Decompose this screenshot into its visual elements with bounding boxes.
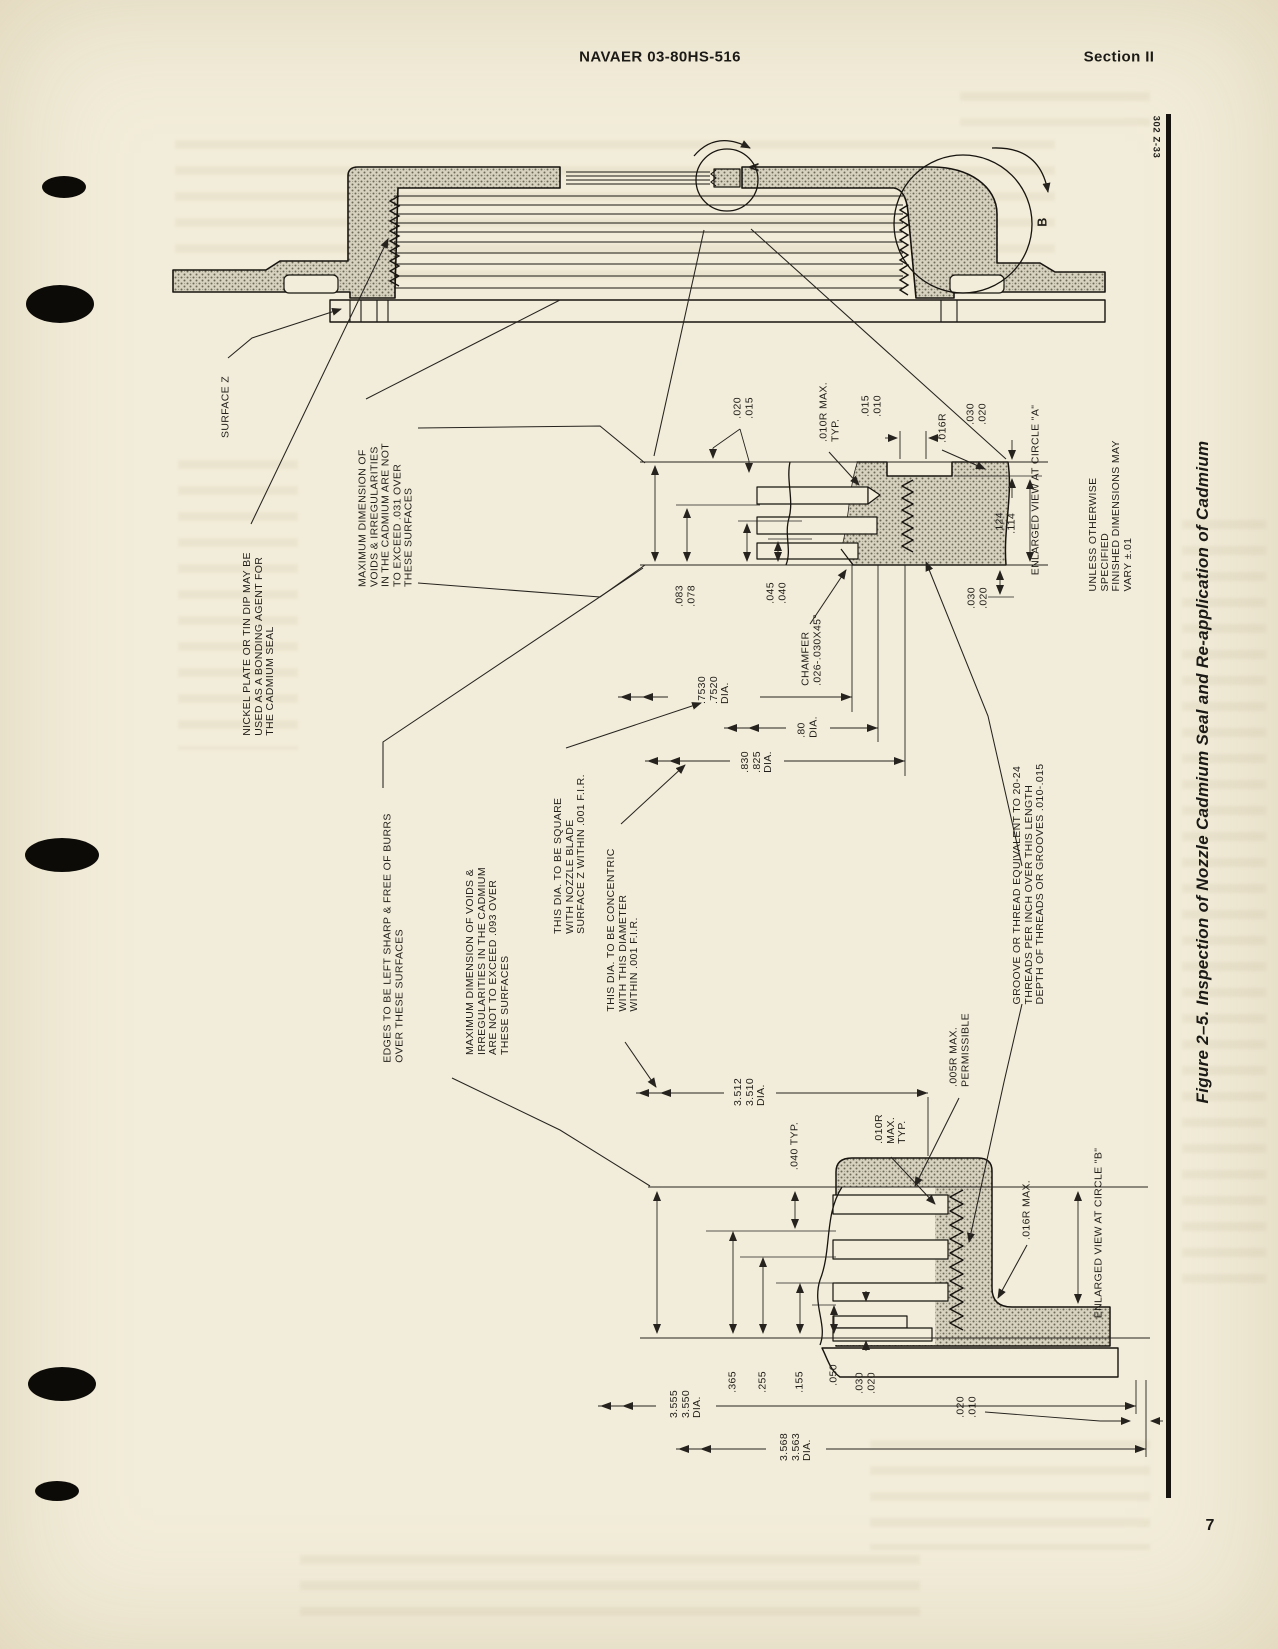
callout-surface-z: SURFACE Z bbox=[219, 375, 232, 439]
callout-dia-square: THIS DIA. TO BE SQUARE WITH NOZZLE BLADE… bbox=[551, 774, 587, 934]
callout-voids-031: MAXIMUM DIMENSION OF VOIDS & IRREGULARIT… bbox=[356, 442, 415, 588]
ghost-text-bleedthrough bbox=[175, 140, 1055, 290]
binding-hole bbox=[42, 176, 86, 198]
dim-020-010: .020 .010 bbox=[954, 1396, 979, 1418]
detail-marker-a: A bbox=[747, 162, 762, 172]
dim-155: .155 bbox=[793, 1371, 806, 1393]
section-title: Section II bbox=[1083, 48, 1155, 66]
figure-border-rule bbox=[1166, 114, 1171, 1498]
detail-marker-b: B bbox=[1035, 217, 1050, 227]
callout-chamfer: CHAMFER .026-.030X45° bbox=[799, 614, 824, 686]
ghost-text-bleedthrough bbox=[300, 1555, 920, 1625]
dim-030-020-b: .030 .020 bbox=[853, 1372, 878, 1394]
dim-365: .365 bbox=[726, 1371, 739, 1393]
dim-045-040: .045 .040 bbox=[764, 582, 789, 604]
binding-hole bbox=[25, 838, 99, 872]
enlarged-view-a bbox=[756, 461, 1011, 566]
dim-005r-max: .005R MAX. PERMISSIBLE bbox=[947, 1013, 972, 1087]
callout-voids-093: MAXIMUM DIMENSION OF VOIDS & IRREGULARIT… bbox=[464, 867, 511, 1055]
dim-010r-max-typ-a: .010R MAX. TYP. bbox=[817, 381, 842, 443]
binding-hole bbox=[26, 285, 94, 323]
callout-dia-concentric: THIS DIA. TO BE CONCENTRIC WITH THIS DIA… bbox=[604, 848, 640, 1012]
dim-016r: .016R bbox=[936, 413, 949, 443]
binding-hole bbox=[35, 1481, 79, 1501]
dim-030-020-bot: .030 .020 bbox=[965, 587, 990, 609]
view-b-title: ENLARGED VIEW AT CIRCLE "B" bbox=[1092, 1147, 1105, 1319]
photo-reference-number: 302 Z-33 bbox=[1150, 115, 1162, 159]
dim-830-825-dia: .830 .825 DIA. bbox=[738, 751, 774, 773]
dim-050: .050 bbox=[827, 1364, 840, 1386]
dim-124-114: .124 .114 bbox=[993, 512, 1018, 534]
dim-80-dia: .80 DIA. bbox=[795, 716, 820, 738]
callout-nickel-plate: NICKEL PLATE OR TIN DIP MAY BE USED AS A… bbox=[240, 552, 276, 736]
dim-010r-max-typ-b: .010R MAX. TYP. bbox=[872, 1114, 908, 1144]
dim-016r-max: .016R MAX. bbox=[1020, 1179, 1033, 1241]
dim-3555-3550-dia: 3.555 3.550 DIA. bbox=[667, 1389, 703, 1419]
ghost-text-bleedthrough bbox=[178, 460, 298, 750]
dim-030-020-top: .030 .020 bbox=[964, 403, 989, 425]
dim-020-015: .020 .015 bbox=[731, 397, 756, 419]
dim-255: .255 bbox=[756, 1371, 769, 1393]
dim-015-010: .015 .010 bbox=[859, 395, 884, 417]
binding-hole bbox=[28, 1367, 96, 1401]
view-a-title: ENLARGED VIEW AT CIRCLE "A" bbox=[1029, 404, 1042, 576]
dim-3512-3510-dia: 3.512 3.510 DIA. bbox=[731, 1077, 767, 1107]
figure-caption: Figure 2–5. Inspection of Nozzle Cadmium… bbox=[1193, 440, 1212, 1104]
enlarged-view-b bbox=[817, 1157, 1119, 1378]
dim-7530-7520-dia: .7530 .7520 DIA. bbox=[695, 675, 731, 705]
general-tolerance-note: UNLESS OTHERWISE SPECIFIED FINISHED DIME… bbox=[1087, 440, 1134, 592]
ghost-text-bleedthrough bbox=[1182, 520, 1266, 1300]
dim-3568-3563-dia: 3.568 3.563 DIA. bbox=[777, 1432, 813, 1462]
dim-040-typ: .040 TYP. bbox=[788, 1121, 801, 1171]
doc-number: NAVAER 03-80HS-516 bbox=[579, 48, 741, 66]
page-number: 7 bbox=[1205, 1517, 1215, 1534]
ghost-text-bleedthrough bbox=[960, 92, 1150, 126]
callout-edges-sharp: EDGES TO BE LEFT SHARP & FREE OF BURRS O… bbox=[381, 813, 406, 1063]
callout-groove-thread: GROOVE OR THREAD EQUIVALENT TO 20-24 THR… bbox=[1010, 763, 1046, 1005]
ghost-text-bleedthrough bbox=[870, 1440, 1150, 1550]
dim-083-078: .083 .078 bbox=[673, 585, 698, 607]
